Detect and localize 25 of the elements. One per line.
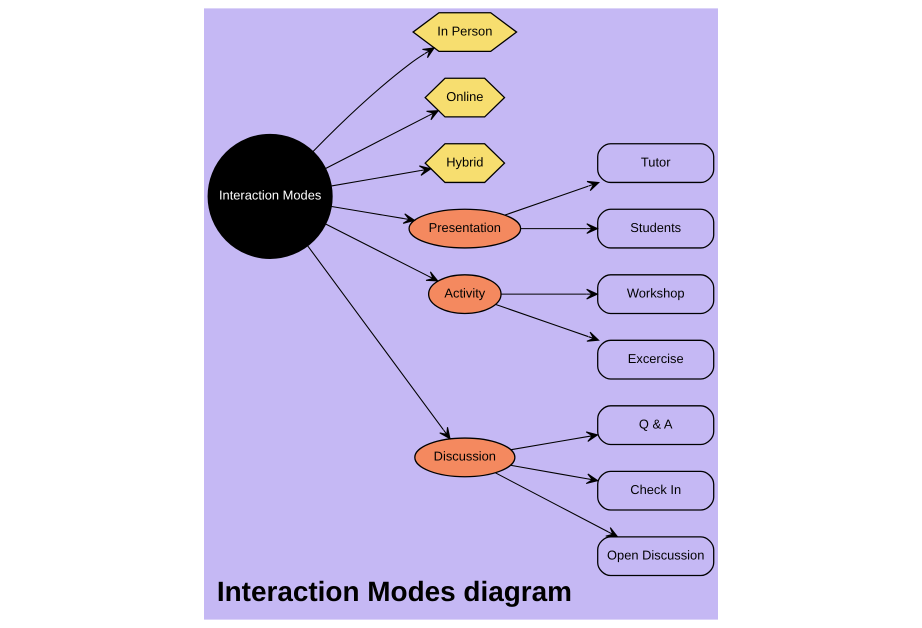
arrow (511, 431, 598, 450)
diagram-title: Interaction Modes diagram (216, 576, 572, 608)
arrow (504, 180, 600, 216)
node-box: Excercise (597, 340, 714, 380)
node-ellipse: Activity (428, 274, 502, 314)
node-box: Tutor (597, 143, 714, 184)
node-ellipse: Presentation (408, 208, 522, 249)
arrow (501, 288, 598, 300)
arrow (326, 224, 438, 282)
node-ellipse: Discussion (414, 437, 516, 478)
arrow (332, 165, 432, 186)
node-box: Open Discussion (597, 536, 714, 576)
node-box: Check In (597, 470, 714, 511)
node-box: Students (597, 208, 714, 249)
node-circle: Interaction Modes (208, 134, 333, 259)
arrow (520, 223, 598, 234)
node-box: Q & A (597, 405, 714, 446)
arrow (332, 206, 416, 224)
arrow (496, 304, 600, 342)
arrow (495, 472, 618, 538)
arrow (312, 47, 435, 152)
arrow (326, 110, 439, 169)
arrow (511, 464, 598, 484)
arrow (307, 245, 451, 440)
node-box: Workshop (597, 274, 714, 314)
